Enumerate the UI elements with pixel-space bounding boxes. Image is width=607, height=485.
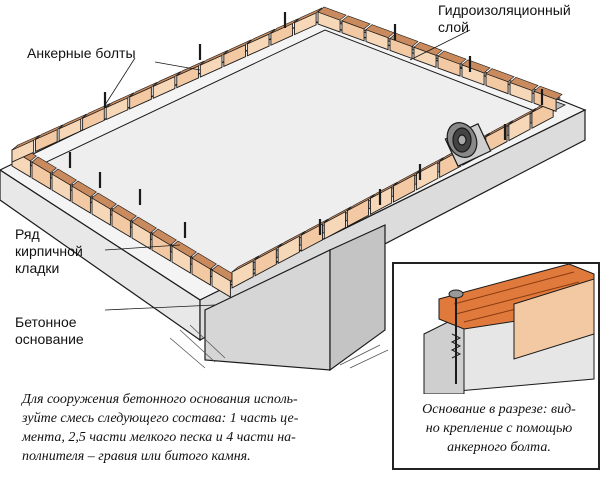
brick-top [254,243,283,260]
brick-top [35,124,64,140]
brick-top [82,103,111,119]
inset-bolt-thread [450,333,462,359]
label-waterproofing: Гидроизоляционный слой [438,2,571,36]
brick-top [341,15,371,30]
section-inset-drawing [423,263,595,395]
section-inset: Основание в разрезе: вид- но крепление с… [392,262,600,470]
main-caption: Для сооружения бетонного основания испол… [22,390,387,466]
main-caption-line2: зуйте смесь следующего состава: 1 часть … [22,411,299,426]
brick-top [153,71,182,87]
brick-top [71,180,97,198]
inset-caption-line2: но крепление с помощью [425,421,573,436]
waterproofing-roll [444,122,492,167]
main-caption-line1: Для сооружения бетонного основания испол… [22,392,298,407]
anchor-bolts [68,12,544,238]
brick-top [191,252,217,270]
brick-top [347,194,375,211]
brick-top [131,216,157,234]
label-brick-row: Ряд кирпичной кладки [15,226,83,277]
label-concrete-base-line2: основание [15,331,84,347]
leader-lines [104,29,471,311]
brick-top [294,7,323,23]
label-brick-row-line2: кирпичной [15,243,83,259]
brick-top [508,108,537,125]
label-concrete-base-line1: Бетонное [15,314,77,330]
inset-brick [513,278,595,360]
label-brick-row-line1: Ряд [15,226,40,242]
brick-top [370,181,398,199]
brick-top [11,134,40,151]
brick-top [58,113,87,130]
label-anchor-bolts: Анкерные болты [27,45,136,61]
brick-top [437,50,467,65]
main-caption-line3: мента, 2,5 части мелкого песка и 4 части… [22,430,296,445]
brick-top [317,6,347,21]
label-concrete-base: Бетонное основание [15,314,84,348]
ground-hatching [169,324,389,369]
brick-top [247,28,276,45]
brick-top [231,255,260,273]
inset-bolt-nut [448,289,464,299]
brick-top [485,120,514,138]
brick-top [485,68,515,83]
brick-top [31,156,57,174]
brick-top [111,204,137,222]
main-caption-line4: полнителя – гравия или битого камня. [22,449,251,464]
label-waterproofing-line1: Гидроизоляционный [438,2,571,18]
inset-caption-line3: анкерного болта. [447,440,551,455]
brick-top [151,228,177,246]
brick-top [105,92,135,108]
brick-top [129,81,158,98]
brick-top [413,41,443,56]
brick-top [509,77,539,91]
brick-top [223,39,252,55]
brick-top [91,192,117,210]
brick-top [200,50,229,66]
brick-top [51,168,77,186]
label-waterproofing-line2: слой [438,19,469,35]
brick-top [277,230,306,248]
label-brick-row-line3: кладки [15,260,60,276]
brick-top [324,206,352,224]
inset-caption: Основание в разрезе: вид- но крепление с… [404,400,594,457]
brick-top [301,218,329,236]
inset-caption-line1: Основание в разрезе: вид- [422,402,576,417]
